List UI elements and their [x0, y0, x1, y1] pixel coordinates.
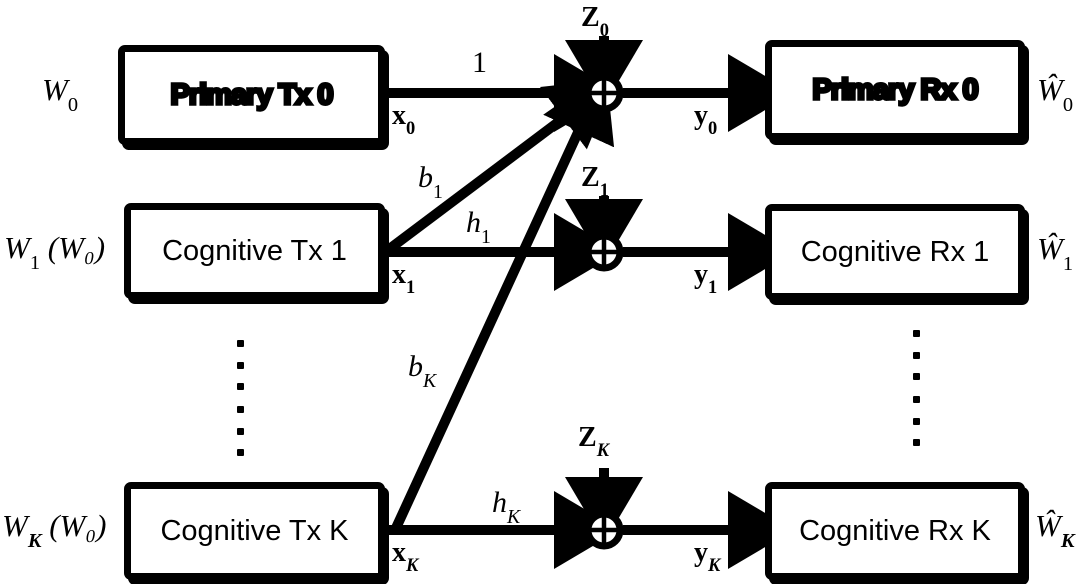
ellipsis-dot [236, 340, 244, 347]
ellipsis-dot [912, 439, 920, 446]
label-gain-b1: b1 [418, 161, 443, 203]
label-noise-z1: Z1 [581, 162, 609, 201]
ellipsis-dot [912, 373, 920, 380]
label-gain-h1: h1 [466, 206, 491, 248]
adder-1-symbol [584, 232, 624, 272]
node-primary-rx-0[interactable]: Primary Rx 0 [765, 40, 1025, 140]
node-cognitive-tx-k[interactable]: Cognitive Tx K [124, 482, 385, 580]
adder-k-symbol [584, 510, 624, 550]
ellipsis-dot [236, 406, 244, 413]
node-cognitive-rx-1-label: Cognitive Rx 1 [800, 235, 990, 268]
node-cognitive-tx-1-label: Cognitive Tx 1 [162, 234, 347, 267]
ellipsis-dot [236, 427, 244, 435]
node-primary-tx-0[interactable]: Primary Tx 0 [118, 45, 385, 145]
label-channel-output-y1: y1 [694, 259, 718, 298]
ellipsis-dot [912, 351, 920, 359]
label-noise-z0: Z0 [581, 2, 609, 41]
node-primary-tx-0-label: Primary Tx 0 [169, 77, 336, 112]
node-cognitive-rx-1[interactable]: Cognitive Rx 1 [765, 204, 1025, 300]
ellipsis-rx-lower [912, 396, 920, 446]
ellipsis-dot [236, 449, 244, 456]
label-gain-hk: hK [492, 486, 521, 528]
label-channel-input-x1: x1 [392, 259, 416, 298]
adder-0-symbol [584, 73, 624, 113]
label-decoded-w1-hat: Ŵ1 [1037, 231, 1074, 276]
label-gain-unity-direct-0: 1 [472, 46, 487, 79]
label-channel-input-xk: xK [392, 537, 419, 576]
label-noise-zk: ZK [578, 422, 610, 461]
label-channel-input-x0: x0 [392, 100, 416, 139]
ellipsis-tx-lower [236, 406, 244, 456]
label-channel-output-y0: y0 [694, 100, 718, 139]
node-cognitive-rx-k-label: Cognitive Rx K [799, 514, 991, 547]
node-cognitive-tx-k-label: Cognitive Tx K [160, 514, 349, 547]
node-cognitive-tx-1[interactable]: Cognitive Tx 1 [124, 203, 385, 299]
label-message-w1: W1 (W₀) [4, 230, 106, 275]
ellipsis-dot [236, 361, 244, 369]
node-primary-rx-0-label: Primary Rx 0 [811, 72, 981, 107]
label-message-wk: WK (W₀) [2, 508, 107, 553]
ellipsis-rx-upper [912, 330, 920, 380]
ellipsis-dot [912, 396, 920, 403]
label-decoded-wk-hat: ŴK [1035, 508, 1075, 553]
label-gain-bk: bK [408, 350, 437, 392]
ellipsis-tx-upper [236, 340, 244, 390]
node-cognitive-rx-k[interactable]: Cognitive Rx K [765, 482, 1025, 580]
ellipsis-dot [912, 330, 920, 337]
label-message-w0: W0 [42, 72, 79, 117]
ellipsis-dot [236, 383, 244, 390]
ellipsis-dot [912, 417, 920, 425]
label-decoded-w0-hat: Ŵ0 [1037, 72, 1074, 117]
label-channel-output-yk: yK [694, 537, 721, 576]
